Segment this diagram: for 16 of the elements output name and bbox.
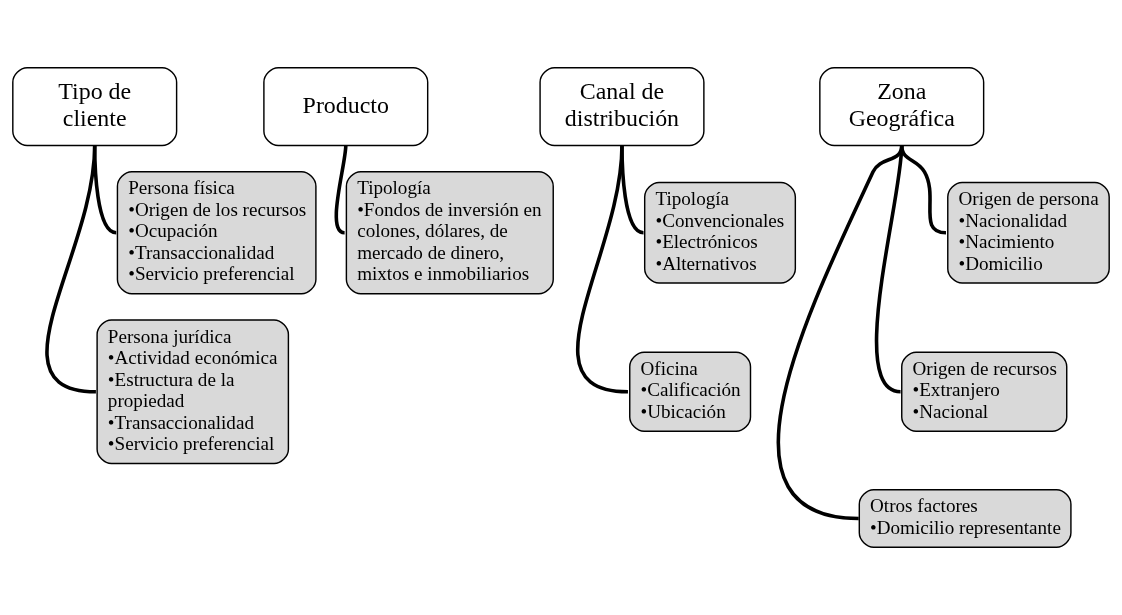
node-box: Producto	[263, 67, 429, 147]
node-box: Tipo de cliente	[12, 67, 178, 147]
node-box: Tipología •Fondos de inversión en colones, dólares, de mercado de dinero, mixtos e inmobiliarios	[345, 171, 554, 295]
node-box: Origen de recursos •Extranjero •Nacional	[901, 351, 1068, 432]
connector	[45, 145, 97, 394]
node-box: Persona jurídica •Actividad económica •Estructura de la propiedad •Transaccionalidad •Servicio preferencial	[96, 319, 290, 465]
node-box: Oficina •Calificación •Ubicación	[629, 351, 752, 432]
node-box: Otros factores •Domicilio representante	[858, 489, 1072, 548]
node-box: Zona Geográfica	[819, 67, 985, 147]
connector	[92, 145, 117, 235]
node-box: Persona física •Origen de los recursos •Ocupación •Transaccionalidad •Servicio preferencial	[116, 171, 317, 295]
connector	[576, 145, 629, 394]
node-box: Tipología •Convencionales •Electrónicos •Alternativos	[643, 181, 797, 284]
node-box: Canal de distribución	[539, 67, 705, 147]
node-box: Origen de persona •Nacionalidad •Nacimiento •Domicilio	[947, 181, 1110, 284]
connector	[777, 145, 904, 521]
